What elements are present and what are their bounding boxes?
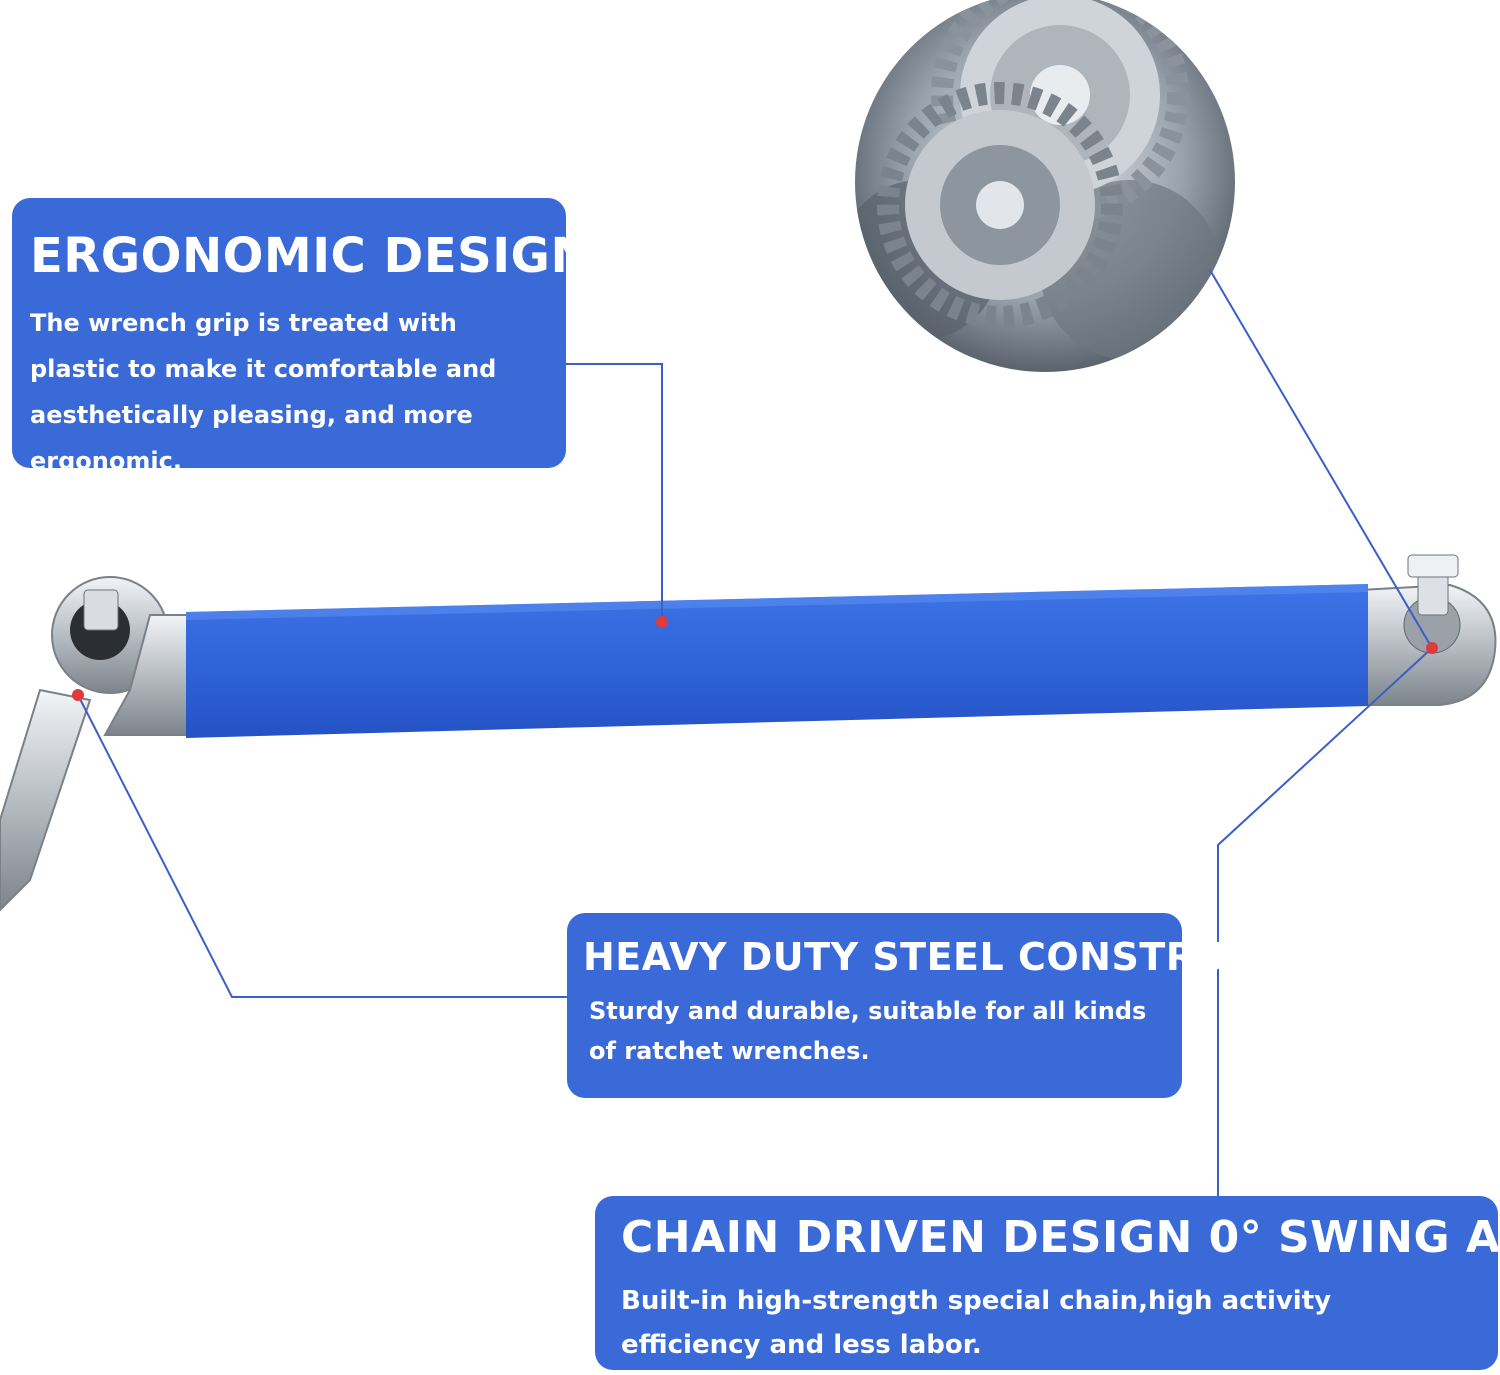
socket-adapter-icon (1359, 554, 1497, 706)
wrench-extension-image (186, 584, 1368, 738)
callout-title: HEAVY DUTY STEEL CONSTRUCTION (583, 935, 1362, 979)
marker-dots (72, 616, 1438, 701)
chain-driven-callout: CHAIN DRIVEN DESIGN 0° SWING ARG Built-i… (595, 1196, 1500, 1370)
callout-body: The wrench grip is treated with plastic … (30, 309, 497, 475)
gear-closeup-icon (855, 0, 1235, 372)
leader-lines (77, 269, 1433, 1196)
heavy-duty-callout: HEAVY DUTY STEEL CONSTRUCTION Sturdy and… (567, 913, 1362, 1098)
callout-body: Built-in high-strength special chain,hig… (621, 1286, 1332, 1360)
ergonomic-design-callout: ERGONOMIC DESIGN The wrench grip is trea… (12, 198, 592, 475)
callout-title: CHAIN DRIVEN DESIGN 0° SWING ARG (621, 1212, 1500, 1263)
callout-title: ERGONOMIC DESIGN (30, 228, 592, 284)
ratchet-head-icon (0, 576, 206, 912)
callout-body: Sturdy and durable, suitable for all kin… (589, 997, 1147, 1065)
